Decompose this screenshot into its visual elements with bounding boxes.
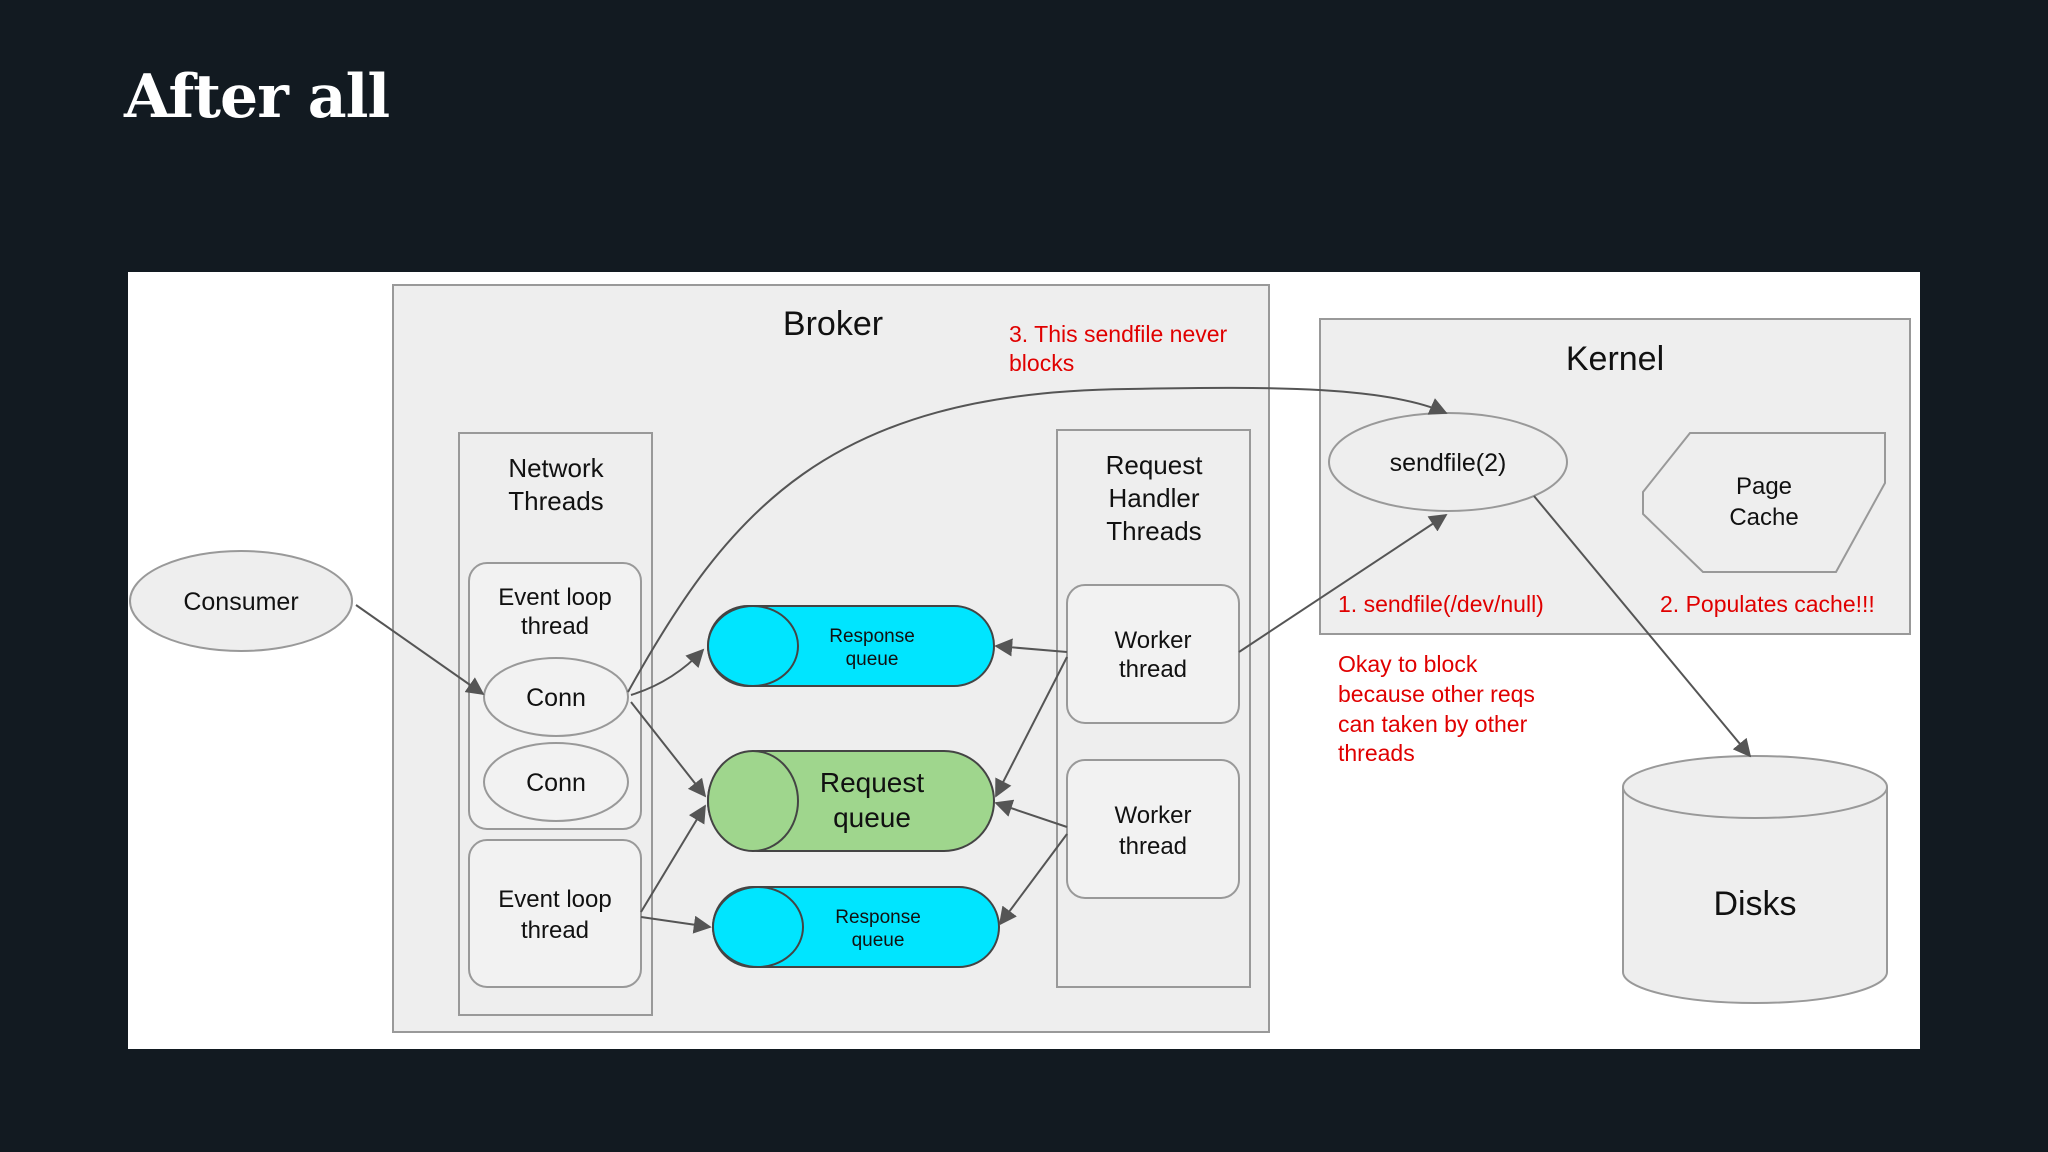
worker-2-line1: Worker <box>1115 802 1192 829</box>
architecture-diagram: Broker Kernel Network Threads Event loop… <box>128 272 1920 1049</box>
slide-title: After all <box>124 62 390 132</box>
sendfile-label: sendfile(2) <box>1390 449 1507 477</box>
event-loop-thread-2 <box>468 839 642 988</box>
conn-1-label: Conn <box>526 684 586 712</box>
page-cache-line1: Page <box>1736 473 1792 500</box>
conn-2-label: Conn <box>526 769 586 797</box>
note-1: 1. sendfile(/dev/null) <box>1338 591 1544 617</box>
arrow-conn-to-response-top <box>630 648 705 696</box>
arrow-conn-to-sendfile-curve <box>627 386 1448 693</box>
response-queue-bottom-line2: queue <box>852 930 905 951</box>
worker-thread-2 <box>1066 759 1240 899</box>
arrow-sendfile-to-disks <box>1533 495 1752 758</box>
response-queue-bottom-line1: Response <box>835 907 921 928</box>
okay-block-line1: Okay to block <box>1338 651 1478 677</box>
arrow-worker1-to-request-queue <box>995 656 1068 798</box>
okay-block-line2: because other reqs <box>1338 681 1535 707</box>
worker-1-line1: Worker <box>1115 627 1192 654</box>
worker-thread-1 <box>1066 584 1240 724</box>
event-loop-1-line1: Event loop <box>498 584 611 611</box>
okay-block-line3: can taken by other <box>1338 711 1528 737</box>
kernel-title: Kernel <box>1566 340 1664 378</box>
arrow-worker1-to-response-top <box>994 638 1068 657</box>
conn-2 <box>483 742 629 822</box>
arrow-conn-to-request-queue <box>630 701 707 798</box>
event-loop-2-line2: thread <box>521 917 589 944</box>
request-handler-line3: Threads <box>1106 516 1201 546</box>
arrow-worker2-to-response-bottom <box>998 833 1068 926</box>
note-3-line1: 3. This sendfile never <box>1009 321 1228 347</box>
arrow-worker2-to-request-queue <box>994 799 1068 828</box>
request-handler-line2: Handler <box>1108 483 1199 513</box>
conn-1 <box>483 657 629 737</box>
arrow-eventloop2-to-request-queue <box>640 804 706 913</box>
consumer-label: Consumer <box>183 588 298 616</box>
response-queue-bottom: Response queue <box>712 886 1000 968</box>
arrow-eventloop2-to-response-bottom <box>640 915 712 934</box>
okay-block-line4: threads <box>1338 740 1415 766</box>
event-loop-2-line1: Event loop <box>498 886 611 913</box>
page-cache-node <box>1642 432 1886 573</box>
worker-2-line2: thread <box>1119 833 1187 860</box>
broker-title: Broker <box>783 305 883 343</box>
network-threads-label-line1: Network <box>508 453 604 483</box>
network-threads-label-line2: Threads <box>508 486 603 516</box>
disks-label: Disks <box>1713 885 1796 923</box>
disks-node: Disks <box>1622 755 1888 1004</box>
response-queue-top: Response queue <box>707 605 995 687</box>
event-loop-1-line2: thread <box>521 613 589 640</box>
request-queue-line2: queue <box>833 802 911 833</box>
note-2: 2. Populates cache!!! <box>1660 591 1875 617</box>
page-cache-line2: Cache <box>1729 504 1798 531</box>
arrow-worker1-to-sendfile <box>1238 514 1448 653</box>
request-handler-line1: Request <box>1106 450 1204 480</box>
consumer-node <box>129 550 353 652</box>
response-queue-top-line2: queue <box>846 649 899 670</box>
arrow-consumer-to-conn <box>355 604 485 696</box>
request-queue-line1: Request <box>820 767 925 798</box>
sendfile-node <box>1328 412 1568 512</box>
note-3-line2: blocks <box>1009 350 1074 376</box>
worker-1-line2: thread <box>1119 656 1187 683</box>
response-queue-top-line1: Response <box>829 626 915 647</box>
request-queue: Request queue <box>707 750 995 852</box>
